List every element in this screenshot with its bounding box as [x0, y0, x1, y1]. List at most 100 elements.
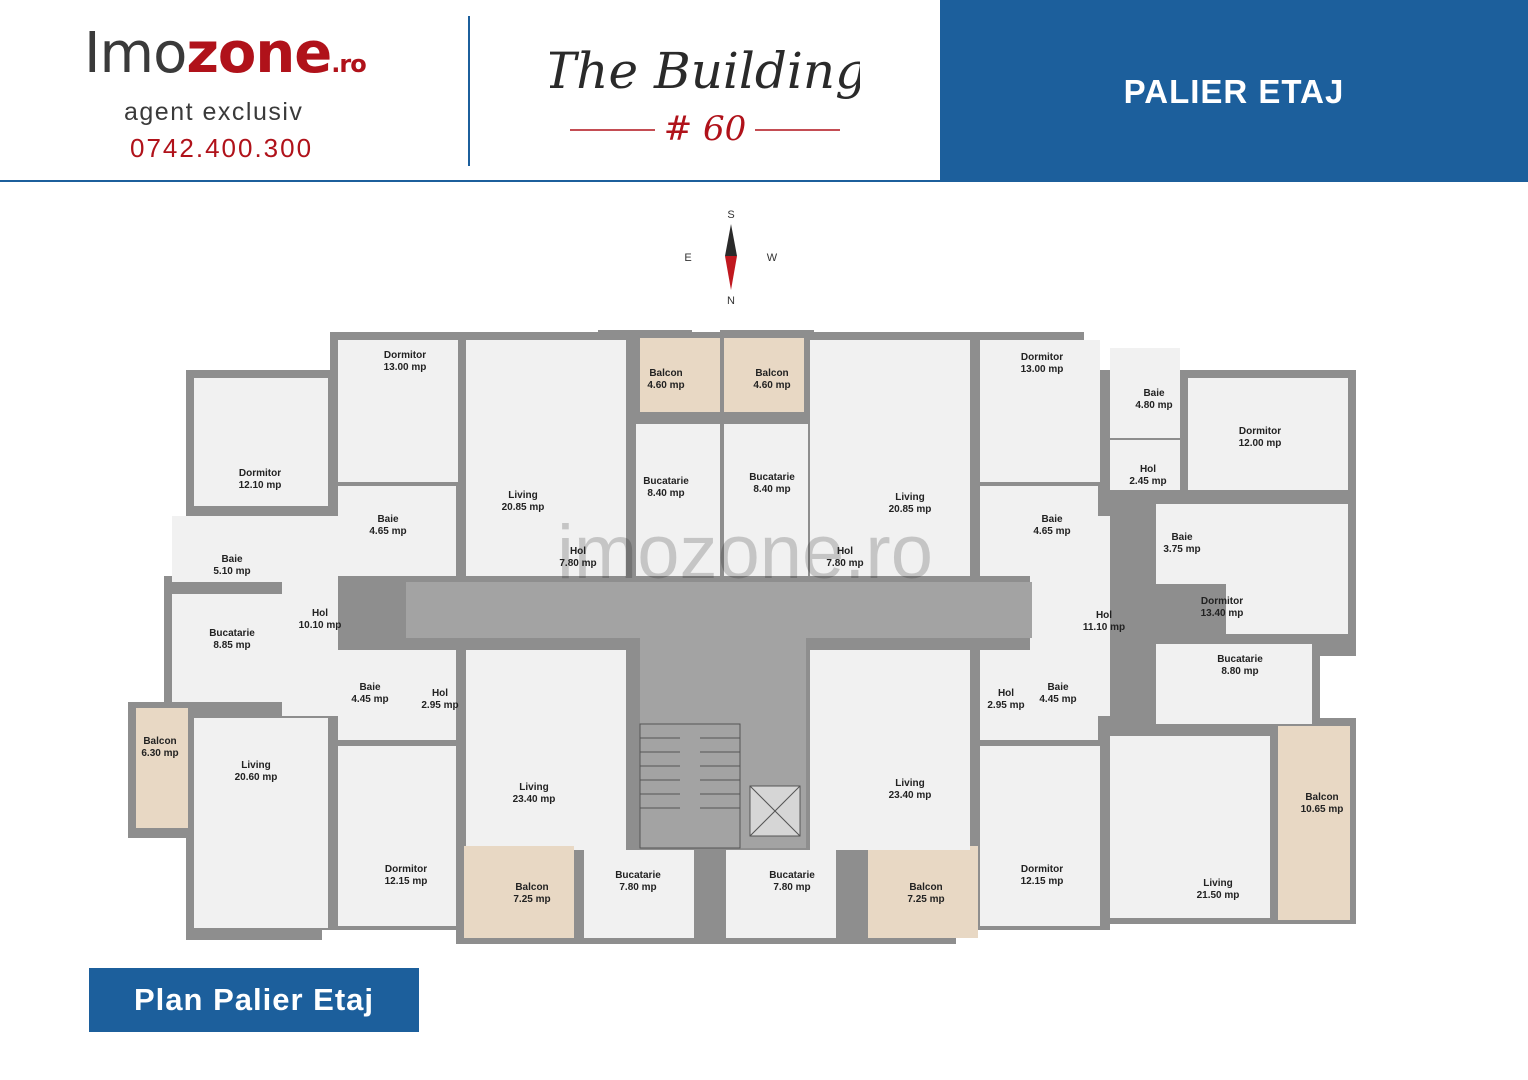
- room-area: 13.40 mp: [1201, 608, 1244, 619]
- room-area: 23.40 mp: [889, 790, 932, 801]
- brand-phone[interactable]: 0742.400.300: [130, 133, 314, 163]
- room-name: Baie: [1171, 532, 1193, 543]
- room-name: Hol: [570, 546, 586, 557]
- room-name: Hol: [837, 546, 853, 557]
- room-fill: [1278, 726, 1350, 920]
- header-underline: [0, 180, 1528, 182]
- building-title: The Building: [550, 42, 860, 100]
- room-name: Baie: [377, 514, 399, 525]
- room-fill: [194, 378, 328, 506]
- room-fill: [464, 846, 574, 938]
- brand-name: zone: [186, 21, 332, 86]
- room-fill: [980, 650, 1098, 740]
- room-name: Bucatarie: [749, 472, 795, 483]
- room-name: Dormitor: [384, 350, 426, 361]
- room-area: 12.10 mp: [239, 480, 282, 491]
- room-area: 8.40 mp: [647, 488, 684, 499]
- room-area: 4.45 mp: [351, 694, 388, 705]
- room-area: 7.80 mp: [619, 882, 656, 893]
- room-fill: [584, 850, 694, 938]
- compass-north: N: [727, 295, 735, 307]
- room-name: Dormitor: [1201, 596, 1243, 607]
- plan-label: Plan Palier Etaj: [89, 968, 419, 1032]
- room-area: 7.25 mp: [513, 894, 550, 905]
- brand-subtitle: agent exclusiv: [124, 98, 304, 126]
- room-area: 5.10 mp: [213, 566, 250, 577]
- room-area: 20.60 mp: [235, 772, 278, 783]
- staircase-outline: [639, 723, 741, 849]
- room-fill: [338, 746, 456, 926]
- brand-tld: .ro: [331, 50, 366, 78]
- room-name: Baie: [221, 554, 243, 565]
- room-area: 4.60 mp: [753, 380, 790, 391]
- room-fill: [724, 424, 808, 576]
- room-area: 2.95 mp: [987, 700, 1024, 711]
- room-area: 6.30 mp: [141, 748, 178, 759]
- room-name: Bucatarie: [643, 476, 689, 487]
- compass-south: S: [727, 209, 734, 221]
- room-name: Balcon: [1305, 792, 1338, 803]
- room-fill: [810, 340, 970, 576]
- room-fill: [1188, 378, 1348, 490]
- room-name: Baie: [1041, 514, 1063, 525]
- compass-rose: S E W N: [684, 209, 778, 307]
- room-fill: [868, 846, 978, 938]
- room-name: Living: [241, 760, 270, 771]
- room-area: 4.60 mp: [647, 380, 684, 391]
- room-fill: [980, 340, 1100, 482]
- room-area: 4.65 mp: [369, 526, 406, 537]
- room-name: Balcon: [515, 882, 548, 893]
- room-fill: [466, 650, 626, 850]
- header-divider: [468, 16, 470, 166]
- room-area: 20.85 mp: [502, 502, 545, 513]
- room-name: Balcon: [755, 368, 788, 379]
- room-name: Bucatarie: [209, 628, 255, 639]
- room-fill: [724, 338, 804, 412]
- room-name: Dormitor: [385, 864, 427, 875]
- room-area: 3.75 mp: [1163, 544, 1200, 555]
- room-name: Living: [519, 782, 548, 793]
- brand-prefix: Imo: [84, 21, 187, 86]
- room-fill: [1156, 644, 1312, 724]
- compass-west: W: [767, 252, 778, 264]
- room-name: Hol: [312, 608, 328, 619]
- room-fill: [726, 850, 836, 938]
- room-name: Balcon: [909, 882, 942, 893]
- room-area: 8.40 mp: [753, 484, 790, 495]
- room-name: Hol: [998, 688, 1014, 699]
- room-name: Dormitor: [1021, 864, 1063, 875]
- room-name: Hol: [432, 688, 448, 699]
- room-area: 21.50 mp: [1197, 890, 1240, 901]
- room-area: 10.10 mp: [299, 620, 342, 631]
- brand-logo[interactable]: Imozone.ro: [84, 26, 394, 92]
- room-name: Dormitor: [1021, 352, 1063, 363]
- room-fill: [338, 650, 456, 740]
- room-fill: [810, 650, 970, 850]
- room-fill: [282, 516, 338, 716]
- room-area: 23.40 mp: [513, 794, 556, 805]
